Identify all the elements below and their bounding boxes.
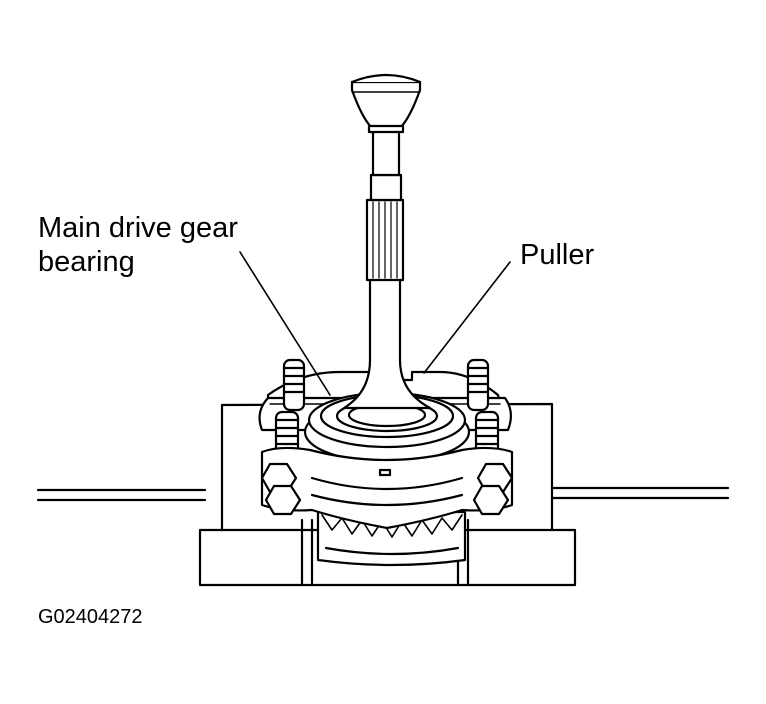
figure-code: G02404272 — [38, 606, 143, 628]
label-puller: Puller — [520, 239, 595, 271]
bench-rails — [36, 486, 730, 502]
gear — [316, 510, 467, 567]
shaft — [342, 73, 432, 410]
leader-lines — [239, 251, 511, 396]
hex-nuts — [260, 462, 514, 516]
threaded-studs — [274, 358, 500, 459]
label-main-drive-gear-bearing-line1: Main drive gear — [38, 212, 238, 244]
label-main-drive-gear-bearing-line2: bearing — [38, 246, 135, 278]
puller-lower-plate — [260, 446, 514, 530]
